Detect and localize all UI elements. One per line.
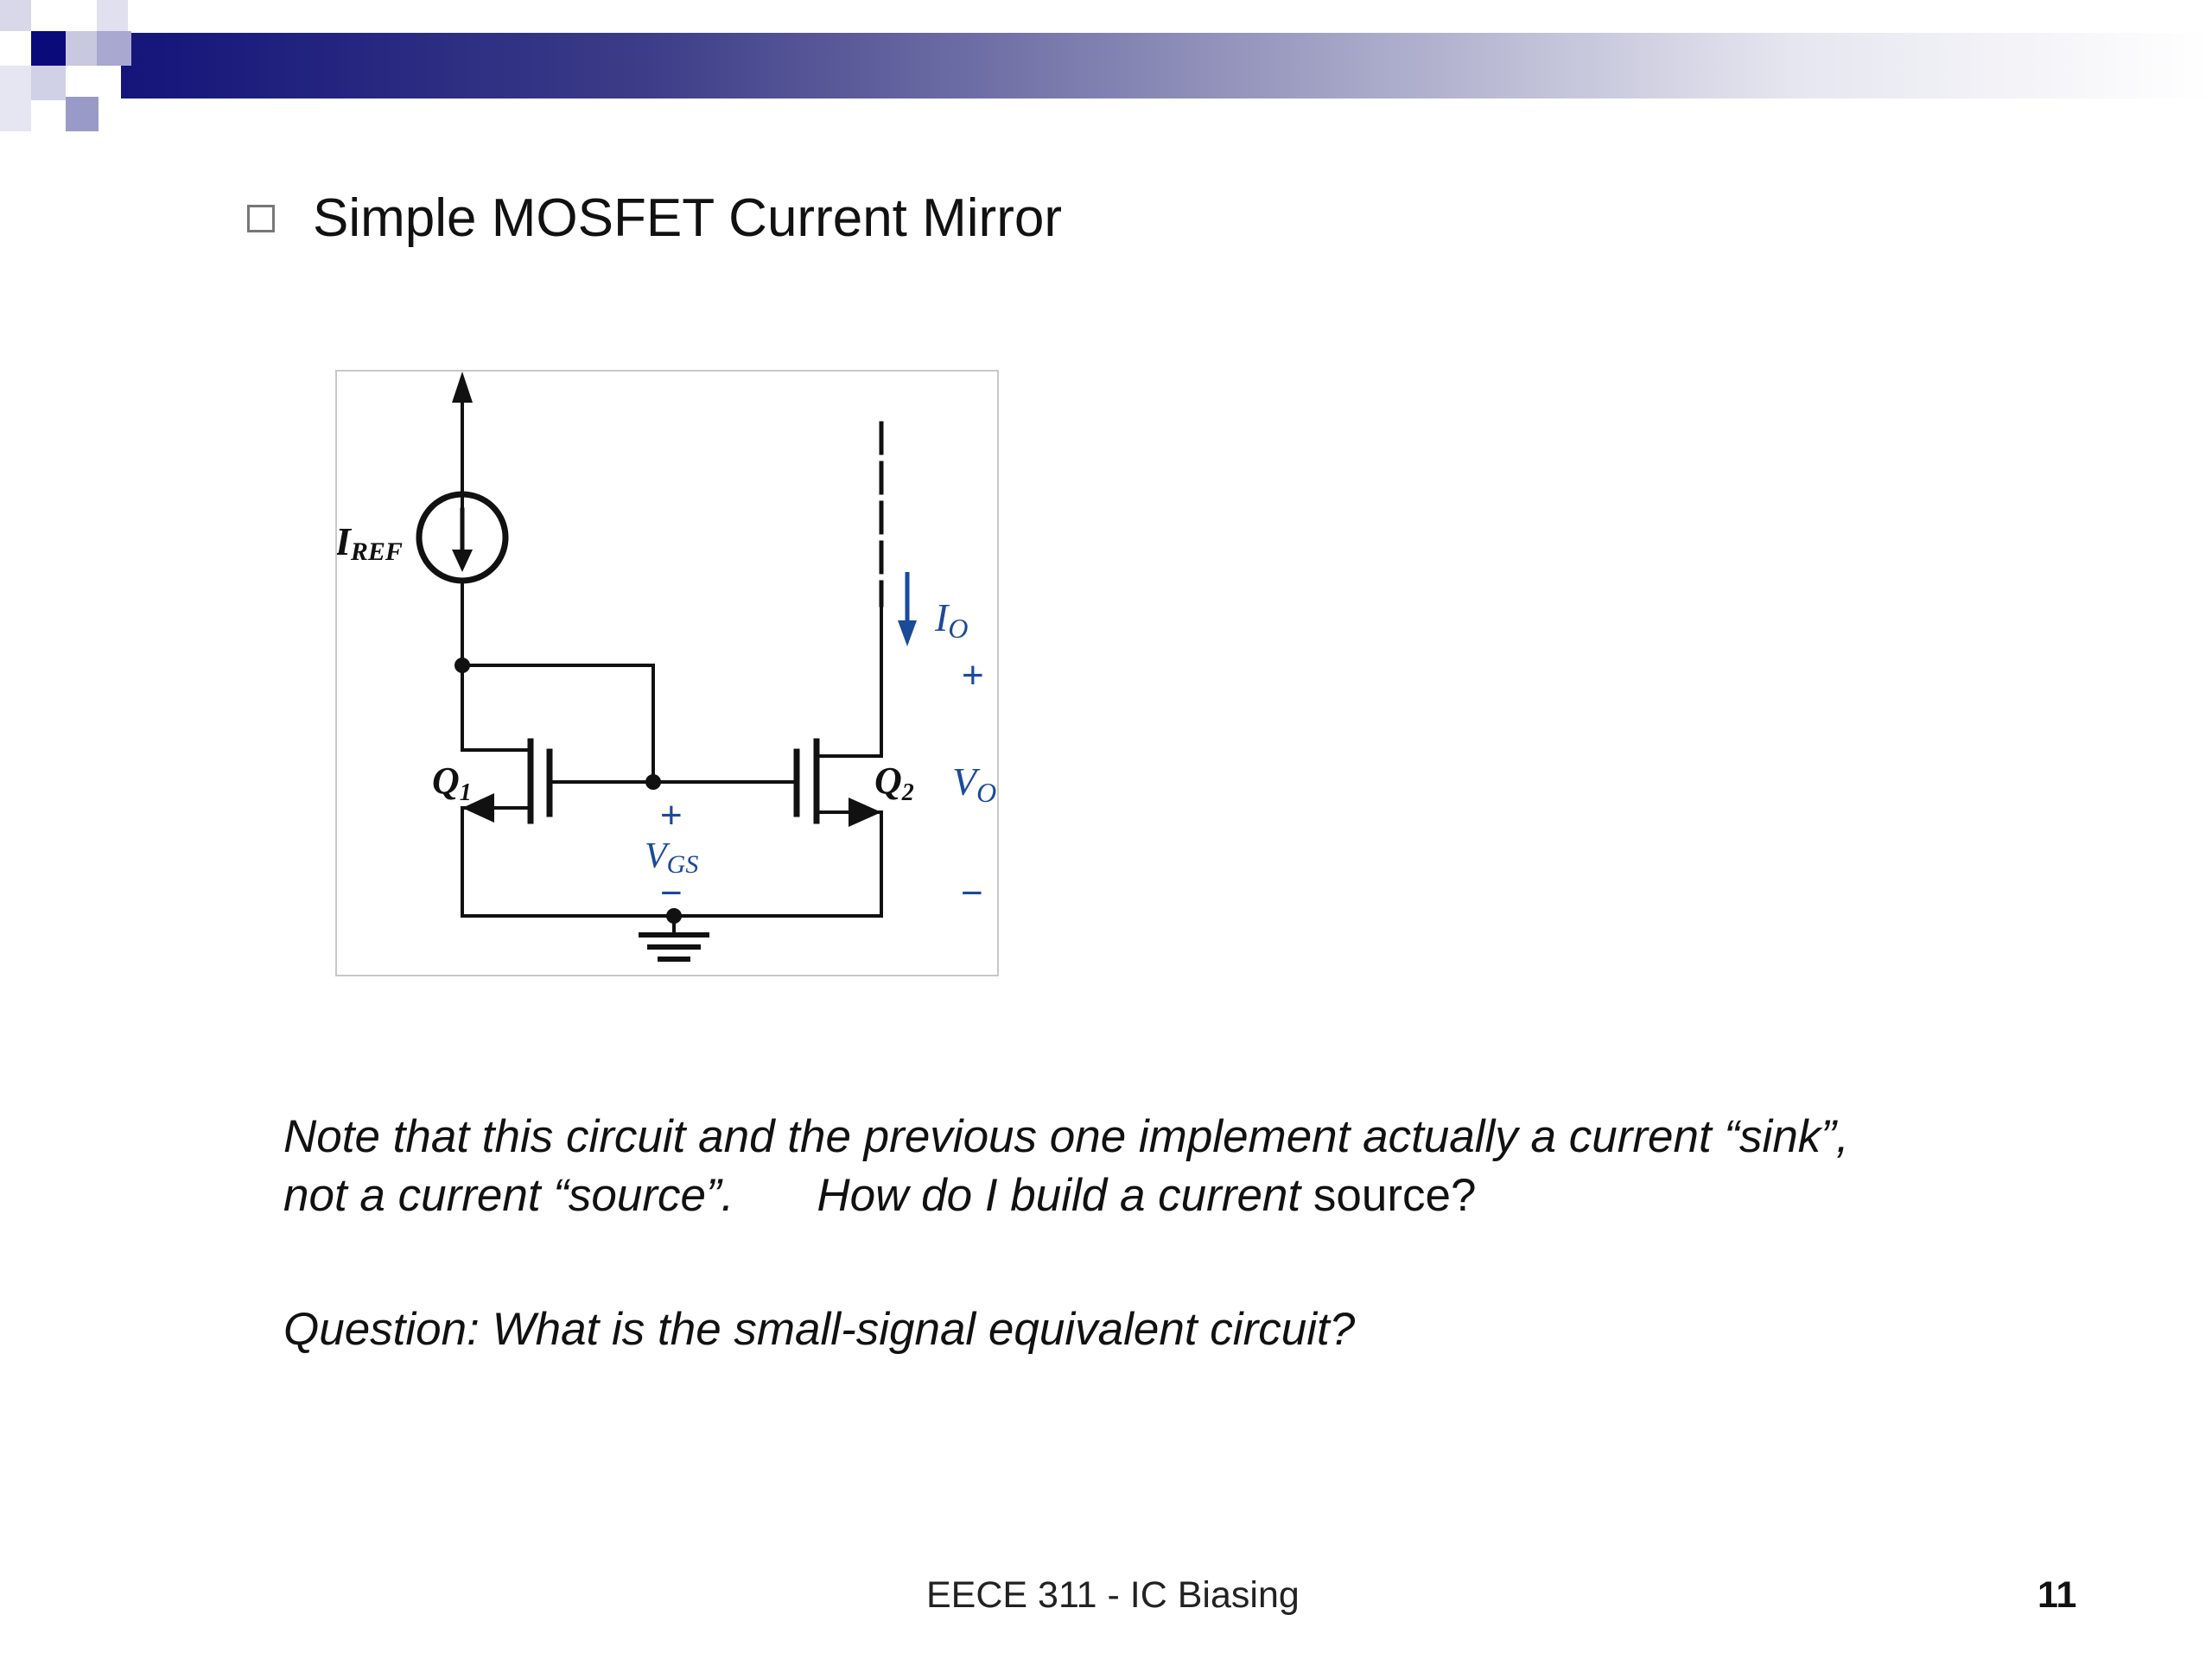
header-square-mid bbox=[66, 97, 99, 131]
footer-title: EECE 311 - IC Biasing bbox=[926, 1574, 1300, 1616]
q2-source-arrowhead bbox=[849, 798, 881, 827]
page-number: 11 bbox=[2037, 1574, 2077, 1616]
note-line-2-part-1: not a current “source”. bbox=[283, 1170, 734, 1221]
bullet-heading: Simple MOSFET Current Mirror bbox=[247, 192, 1062, 245]
q1-source-arrowhead bbox=[462, 793, 494, 823]
current-mirror-schematic: IREF Q1 Q2 IO + VO − + VGS − bbox=[337, 372, 996, 962]
ground-node bbox=[666, 908, 682, 924]
header-square-mid bbox=[31, 66, 66, 100]
note-paragraph: Note that this circuit and the previous … bbox=[283, 1108, 1849, 1225]
header-square-light bbox=[66, 31, 97, 66]
vo-plus-label: + bbox=[962, 654, 984, 696]
note-line-2-part-2: How do I build a current bbox=[817, 1170, 1301, 1221]
drain-gate-node bbox=[454, 658, 470, 673]
supply-arrowhead bbox=[452, 372, 473, 403]
hollow-square-bullet-icon bbox=[247, 205, 275, 232]
vo-label: VO bbox=[952, 760, 996, 808]
header-square-mid bbox=[97, 31, 131, 66]
vgs-label: VGS bbox=[645, 836, 698, 879]
question-text: Question: What is the small-signal equiv… bbox=[283, 1304, 1356, 1355]
q1-label: Q1 bbox=[432, 760, 472, 806]
header-square-light bbox=[97, 0, 128, 31]
header-gradient-bar bbox=[121, 33, 2212, 99]
vo-minus-label: − bbox=[961, 872, 983, 914]
vgs-minus-label: − bbox=[660, 872, 683, 914]
note-line-2: not a current “source”. How do I build a … bbox=[283, 1166, 1849, 1225]
note-line-1: Note that this circuit and the previous … bbox=[283, 1111, 1849, 1162]
iref-direction-arrowhead bbox=[452, 550, 473, 572]
note-line-2-part-3: source? bbox=[1300, 1170, 1477, 1221]
header-square-light bbox=[0, 66, 31, 131]
io-direction-arrowhead bbox=[898, 620, 917, 646]
current-mirror-diagram: IREF Q1 Q2 IO + VO − + VGS − bbox=[335, 370, 999, 976]
bullet-heading-text: Simple MOSFET Current Mirror bbox=[313, 188, 1062, 248]
io-label: IO bbox=[934, 595, 968, 644]
header-square-dark bbox=[31, 31, 66, 66]
vgs-plus-label: + bbox=[660, 794, 683, 836]
gate-node bbox=[645, 774, 661, 790]
iref-label: IREF bbox=[337, 519, 403, 566]
header-square-light bbox=[0, 0, 31, 31]
q2-label: Q2 bbox=[874, 760, 914, 806]
